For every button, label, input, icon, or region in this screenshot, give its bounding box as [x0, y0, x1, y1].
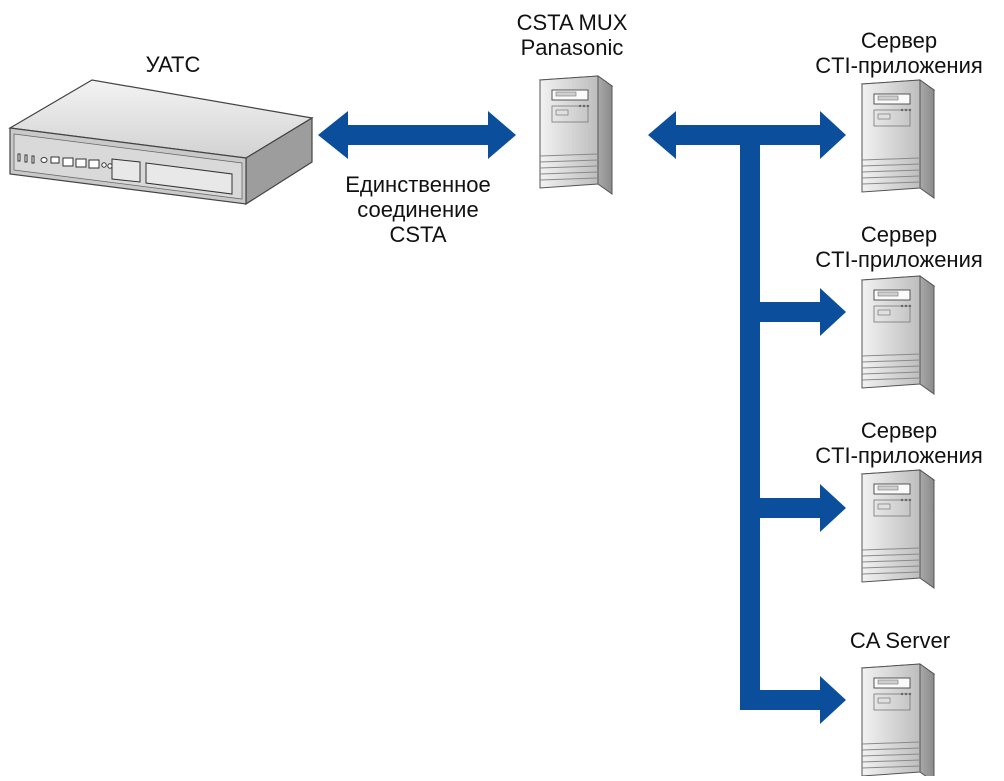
bus-trunk [740, 125, 760, 710]
mux-label-line1: CSTA MUX [516, 10, 628, 35]
server-3-label: Сервер CTI-приложения [796, 418, 1002, 468]
server-tower-icon [539, 75, 613, 195]
link-label-line1: Единственное [345, 172, 491, 197]
server-2-label: Сервер CTI-приложения [796, 222, 1002, 272]
link-label-line2: соединение [357, 197, 479, 222]
pbx-label-text: УАТС [145, 52, 201, 77]
server-1-label: Сервер CTI-приложения [796, 28, 1002, 78]
pbx-unit-icon [8, 79, 314, 206]
arrow-right-icon [760, 484, 846, 532]
arrow-right-icon [740, 676, 846, 724]
server-3-line2: CTI-приложения [815, 443, 983, 468]
arrow-left-icon [648, 111, 760, 159]
server-3-line1: Сервер [860, 418, 938, 443]
mux-label: CSTA MUX Panasonic [492, 10, 652, 60]
server-tower-icon [861, 469, 935, 589]
ca-server-line1: CA Server [849, 628, 951, 653]
server-2-line1: Сервер [860, 222, 938, 247]
mux-label-line2: Panasonic [520, 35, 624, 60]
connectors [318, 111, 846, 724]
link-label-line3: CSTA [389, 222, 447, 247]
server-1-line1: Сервер [860, 28, 938, 53]
arrow-right-icon [760, 288, 846, 336]
link-label: Единственное соединение CSTA [318, 172, 518, 247]
server-tower-icon [861, 79, 935, 199]
double-arrow-icon [318, 111, 516, 159]
arrow-right-icon [740, 111, 846, 159]
server-tower-icon [861, 663, 935, 781]
ca-server-label: CA Server [820, 628, 980, 653]
server-tower-icon [861, 275, 935, 395]
server-1-line2: CTI-приложения [815, 53, 983, 78]
pbx-label: УАТС [118, 52, 228, 77]
server-2-line2: CTI-приложения [815, 247, 983, 272]
